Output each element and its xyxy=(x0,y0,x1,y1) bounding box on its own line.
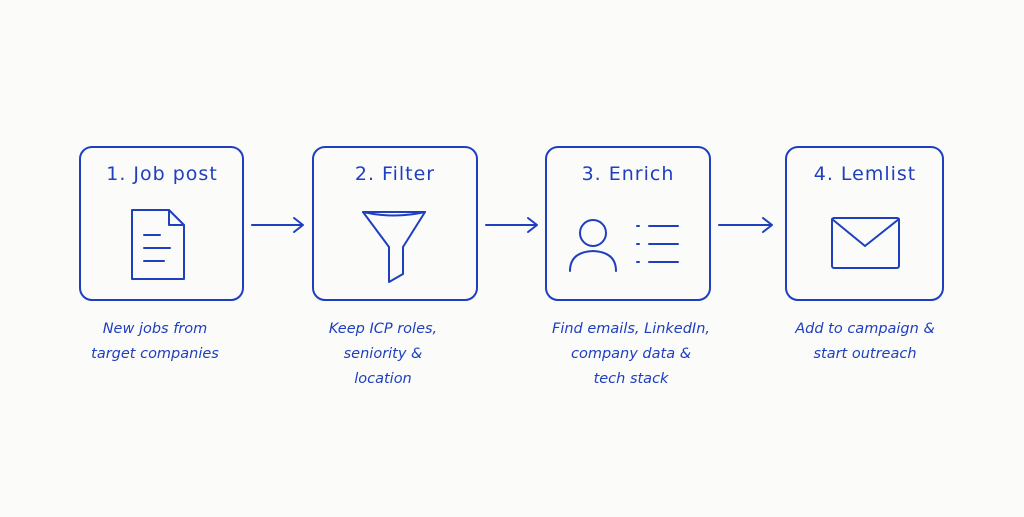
step-title-lemlist: 4. Lemlist xyxy=(813,163,917,185)
arrow-1 xyxy=(251,217,304,233)
caption-line: company data & xyxy=(570,346,691,362)
caption-line: Keep ICP roles, xyxy=(328,321,438,337)
document-icon xyxy=(131,209,185,280)
step-title-job-post: 1. Job post xyxy=(106,163,218,185)
caption-line: target companies xyxy=(91,346,219,362)
step-box-lemlist xyxy=(785,146,944,301)
caption-line: tech stack xyxy=(593,371,669,387)
caption-line: location xyxy=(354,371,412,387)
caption-line: seniority & xyxy=(343,346,423,362)
arrow-2 xyxy=(485,217,538,233)
caption-line: Add to campaign & xyxy=(795,321,935,337)
caption-filter: Keep ICP roles, seniority & location xyxy=(278,317,488,392)
caption-line: Find emails, LinkedIn, xyxy=(551,321,711,337)
step-box-enrich xyxy=(545,146,711,301)
step-box-filter xyxy=(312,146,478,301)
step-box-job-post xyxy=(79,146,244,301)
arrow-3 xyxy=(718,217,773,233)
caption-line: start outreach xyxy=(813,346,917,362)
caption-lemlist: Add to campaign & start outreach xyxy=(760,317,970,367)
contact-card-icon xyxy=(569,219,679,272)
caption-enrich: Find emails, LinkedIn, company data & te… xyxy=(526,317,736,392)
step-title-filter: 2. Filter xyxy=(354,163,436,185)
funnel-icon xyxy=(362,211,426,283)
caption-job-post: New jobs from target companies xyxy=(50,317,260,367)
caption-line: New jobs from xyxy=(102,321,208,337)
step-title-enrich: 3. Enrich xyxy=(581,163,675,185)
envelope-icon xyxy=(831,217,900,269)
